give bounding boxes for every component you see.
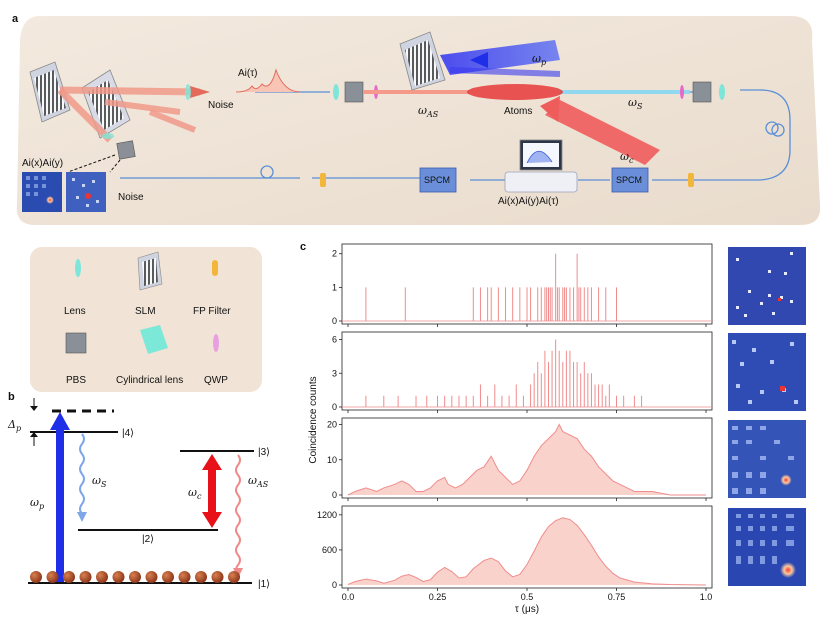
histogram-subplot: 0 3 6 — [332, 331, 713, 413]
legend-pbs: PBS — [66, 375, 86, 386]
atom-row — [30, 571, 240, 583]
fp-filter-icon — [212, 260, 218, 276]
omega-as-level: ωAS — [248, 474, 269, 489]
legend-lens: Lens — [64, 306, 86, 317]
atom-sphere — [211, 571, 224, 583]
airy-2d-images — [22, 172, 106, 212]
omega-p-setup: ωp — [532, 52, 546, 67]
x-axis-label: τ (μs) — [515, 604, 539, 615]
x-tick-label: 0.0 — [342, 592, 355, 602]
spcm-right: SPCM — [616, 175, 642, 185]
y-tick-label: 20 — [327, 420, 337, 430]
legend-icons — [65, 251, 219, 354]
image-2 — [728, 333, 806, 411]
data-line — [347, 423, 706, 496]
lens-icon — [75, 259, 81, 277]
histogram-subplot: 0 10 20 — [327, 417, 713, 501]
x-tick-label: 0.25 — [429, 592, 447, 602]
legend-slm: SLM — [135, 306, 156, 317]
reconstructed-images — [728, 247, 806, 586]
level-1-label: |1⟩ — [258, 579, 270, 590]
atom-sphere — [178, 571, 191, 583]
data-area — [348, 424, 706, 495]
data-area — [348, 517, 706, 585]
cylindrical-lens-icon — [140, 325, 168, 354]
panel-label-a: a — [12, 13, 19, 25]
y-tick-label: 600 — [322, 545, 337, 555]
histogram-subplot: 0 1 2 — [332, 243, 713, 327]
pbs-icon — [65, 332, 87, 354]
legend-qwp: QWP — [204, 375, 228, 386]
legend-cylindrical-lens: Cylindrical lens — [116, 375, 183, 386]
atom-sphere — [112, 571, 125, 583]
energy-levels — [28, 398, 254, 584]
y-tick-label: 2 — [332, 249, 337, 259]
y-tick-label: 3 — [332, 368, 337, 378]
airy-xy-label: Ai(x)Ai(y) — [22, 158, 63, 169]
y-tick-label: 0 — [332, 402, 337, 412]
atom-sphere — [162, 571, 174, 583]
airy-time-label: Ai(τ) — [238, 68, 258, 79]
panel-label-c: c — [300, 241, 306, 253]
level-3-label: |3⟩ — [258, 447, 270, 458]
omega-as-setup: ωAS — [418, 104, 439, 119]
omega-s-level: ωS — [92, 474, 107, 489]
panel-label-b: b — [8, 391, 15, 403]
omega-s-setup: ωS — [628, 96, 643, 111]
detection-row — [320, 139, 694, 193]
omega-p-level: ωp — [30, 496, 44, 511]
y-tick-label: 1200 — [317, 510, 337, 520]
x-tick-label: 0.5 — [521, 592, 534, 602]
y-tick-label: 6 — [332, 335, 337, 345]
qwp-icon — [213, 334, 219, 352]
data-line — [347, 517, 707, 586]
omega-c-setup: ωc — [620, 150, 634, 165]
atom-sphere — [228, 571, 240, 583]
spcm-left: SPCM — [424, 175, 450, 185]
legend-fp-filter: FP Filter — [193, 306, 231, 317]
atom-sphere — [195, 571, 207, 583]
atom-sphere — [79, 571, 92, 583]
subplot-frame — [341, 331, 713, 411]
atom-sphere — [145, 571, 158, 583]
x-tick-label: 1.0 — [700, 592, 713, 602]
x-tick-label: 0.75 — [608, 592, 626, 602]
fiber-lines — [120, 89, 791, 181]
legend-box — [30, 247, 262, 392]
atom-sphere — [129, 571, 141, 583]
omega-c-level: ωc — [188, 486, 202, 501]
y-tick-label: 0 — [332, 580, 337, 590]
airy-time-waveform — [235, 68, 301, 93]
atoms-label: Atoms — [504, 106, 532, 117]
noise-label-1: Noise — [208, 100, 234, 111]
y-tick-label: 1 — [332, 282, 337, 292]
detector-label: Ai(x)Ai(y)Ai(τ) — [498, 196, 559, 207]
atom-sphere — [46, 571, 59, 583]
y-tick-label: 10 — [327, 455, 337, 465]
image-1 — [728, 247, 806, 325]
image-3 — [728, 420, 806, 498]
y-tick-label: 0 — [332, 316, 337, 326]
level-2-label: |2⟩ — [142, 534, 154, 545]
delta-p-label: Δp — [7, 418, 21, 433]
atom-sphere — [30, 571, 42, 583]
atom-sphere — [96, 571, 108, 583]
atom-sphere — [63, 571, 75, 583]
y-tick-label: 0 — [332, 490, 337, 500]
noise-label-2: Noise — [118, 192, 144, 203]
left-optics — [29, 61, 210, 173]
level-4-label: |4⟩ — [122, 428, 134, 439]
y-axis-label: Coincidence counts — [308, 376, 319, 463]
center-optics — [333, 31, 725, 165]
histogram-subplot: 0 600 1200 0.0 0.25 0.5 0.75 1.0 — [317, 505, 713, 602]
